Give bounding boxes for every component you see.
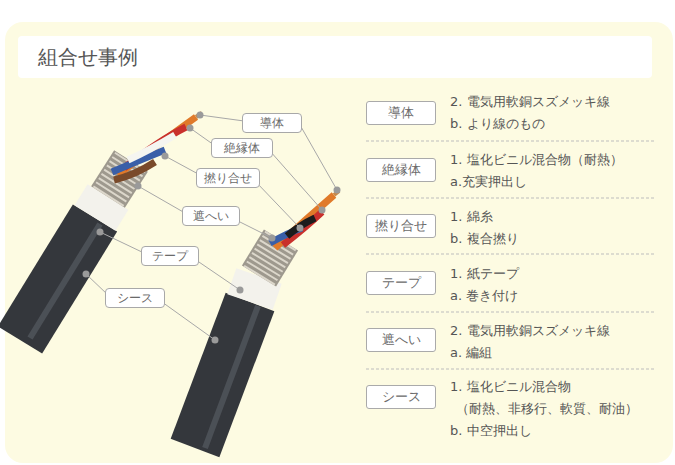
- spec-text: 2. 電気用軟銅スズメッキ線: [450, 93, 610, 111]
- wire: [275, 195, 334, 248]
- leader-dot: [135, 183, 142, 190]
- part-name: 遮へい: [193, 208, 229, 225]
- leader-dot: [197, 112, 204, 119]
- callout-box: テープ: [141, 246, 199, 266]
- row-separators: [366, 141, 655, 369]
- leader-line: [200, 115, 244, 121]
- callout-box: 遮へい: [182, 206, 240, 226]
- category-box: 撚り合せ: [366, 214, 436, 238]
- leader-lines: [86, 115, 337, 340]
- leader-dot: [187, 125, 194, 132]
- cable-sheath: [20, 218, 95, 340]
- part-name: テープ: [152, 248, 188, 265]
- callout-box: シース: [105, 288, 165, 308]
- wire: [114, 162, 155, 180]
- spec-text: b. 中空押出し: [450, 422, 532, 440]
- leader-dot: [334, 187, 341, 194]
- leader-line: [100, 232, 144, 253]
- part-name: シース: [117, 290, 153, 307]
- spec-text: 1. 紙テープ: [450, 265, 519, 283]
- cable-sheath: [195, 302, 250, 448]
- separator-line: [366, 312, 655, 313]
- spec-text: 1. 塩化ビニル混合物（耐熱）: [450, 151, 623, 169]
- part-name: 導体: [388, 104, 414, 122]
- spec-text: a.充実押出し: [450, 173, 527, 191]
- spec-text: b. 複合撚り: [450, 230, 519, 248]
- category-box: 遮へい: [366, 328, 436, 352]
- leader-line: [236, 220, 272, 238]
- part-name: 撚り合せ: [375, 217, 427, 235]
- leader-dot: [237, 287, 244, 294]
- spec-text: （耐熱、非移行、軟質、耐油）: [456, 400, 638, 418]
- spec-text: a. 巻き付け: [450, 287, 518, 305]
- spec-text: 1. 塩化ビニル混合物: [450, 378, 571, 396]
- leader-dot: [269, 235, 276, 242]
- part-name: 導体: [260, 115, 284, 132]
- leader-dot: [97, 229, 104, 236]
- cable-tape: [95, 197, 108, 218]
- leader-line: [256, 182, 300, 228]
- part-name: 絶縁体: [224, 140, 260, 157]
- leader-line: [270, 151, 322, 210]
- leader-dot: [297, 225, 304, 232]
- separator-line: [366, 141, 655, 142]
- callout-box: 導体: [242, 113, 302, 133]
- part-name: 遮へい: [382, 331, 421, 349]
- category-box: 絶縁体: [366, 158, 436, 182]
- wire: [287, 218, 315, 236]
- page-title: 組合せ事例: [38, 44, 138, 71]
- callout-box: 絶縁体: [211, 138, 273, 158]
- separator-line: [366, 254, 655, 255]
- right-cable: [195, 191, 339, 448]
- leader-dots: [83, 112, 341, 344]
- leader-line: [138, 186, 185, 213]
- wire: [128, 135, 175, 160]
- leader-line: [165, 156, 200, 175]
- callout-box: 撚り合せ: [196, 168, 260, 188]
- leader-line: [196, 260, 240, 290]
- separator-line: [366, 369, 655, 370]
- spec-text: a. 編組: [450, 344, 492, 362]
- part-name: 撚り合せ: [204, 170, 252, 187]
- leader-dot: [162, 153, 169, 160]
- leader-dot: [83, 271, 90, 278]
- part-name: 絶縁体: [382, 161, 421, 179]
- leader-dot: [319, 207, 326, 214]
- left-cable: [20, 113, 202, 340]
- leader-line: [162, 302, 215, 340]
- part-name: テープ: [382, 274, 421, 292]
- separator-line: [366, 198, 655, 199]
- sheath-highlight: [30, 224, 100, 338]
- leader-line: [300, 125, 337, 190]
- spec-text: 1. 綿糸: [450, 208, 493, 226]
- cable-tape: [250, 276, 259, 302]
- category-box: シース: [366, 385, 436, 409]
- leader-dot: [212, 337, 219, 344]
- spec-text: b. より線のもの: [450, 115, 545, 133]
- category-box: テープ: [366, 271, 436, 295]
- sheath-highlight: [205, 306, 258, 448]
- spec-text: 2. 電気用軟銅スズメッキ線: [450, 322, 610, 340]
- part-name: シース: [382, 388, 421, 406]
- category-box: 導体: [366, 101, 436, 125]
